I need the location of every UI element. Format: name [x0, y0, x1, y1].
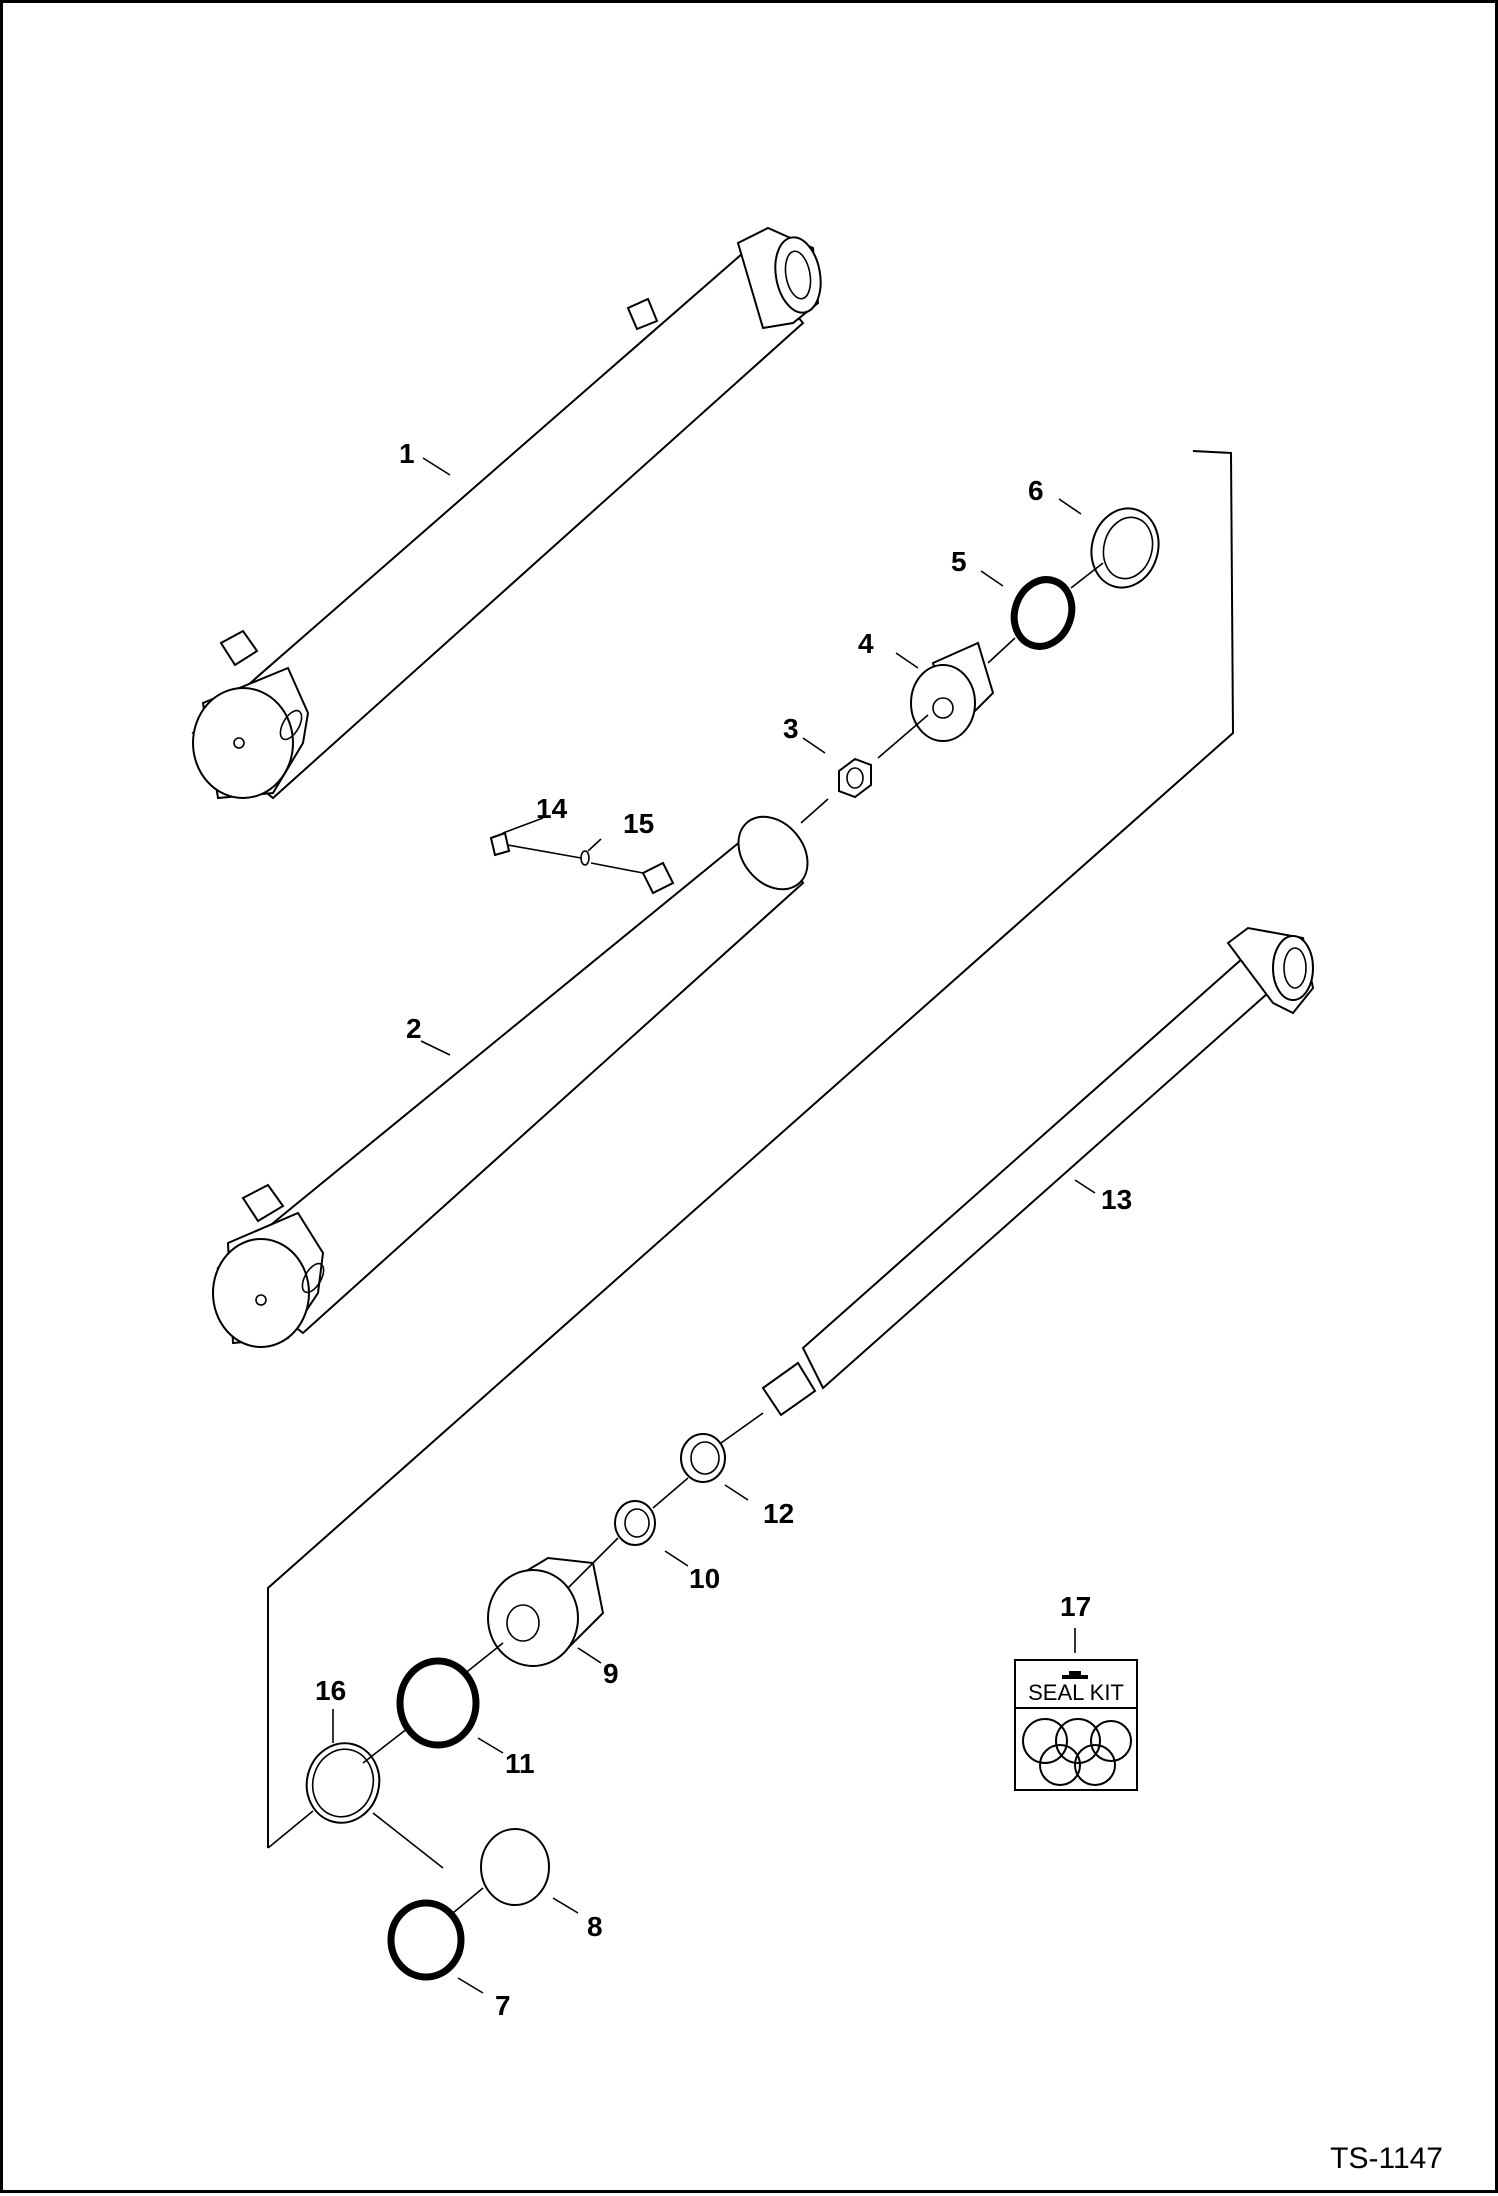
callout-5: 5 [951, 546, 967, 577]
callout-7: 7 [495, 1990, 511, 2021]
callout-10: 10 [689, 1563, 720, 1594]
barrel-1 [191, 226, 822, 800]
callout-1: 1 [399, 438, 415, 469]
head-9 [487, 1556, 605, 1667]
callout-4: 4 [858, 628, 874, 659]
callout-8: 8 [587, 1911, 603, 1942]
wiper-10 [614, 1500, 656, 1546]
plug-14 [489, 831, 511, 857]
seal-12 [680, 1433, 726, 1483]
callout-16: 16 [315, 1675, 346, 1706]
piston-4 [910, 641, 995, 742]
exploded-panel-outline [267, 450, 1235, 1848]
o-ring-5 [1010, 576, 1076, 650]
nut-3 [838, 757, 872, 799]
callout-labels: 1 2 3 4 5 6 7 8 9 10 11 12 13 14 15 16 1… [315, 438, 1132, 2021]
o-ring-7 [387, 1899, 465, 1981]
ring-6 [1090, 507, 1160, 589]
leader-lines [332, 457, 1096, 1994]
callout-17: 17 [1060, 1591, 1091, 1622]
o-ring-11 [396, 1657, 480, 1749]
center-lines [267, 562, 1104, 1914]
callout-14: 14 [536, 793, 568, 824]
callout-9: 9 [603, 1658, 619, 1689]
seal-kit-17: SEAL KIT [1014, 1659, 1138, 1791]
callout-13: 13 [1101, 1184, 1132, 1215]
callout-15: 15 [623, 808, 654, 839]
drawing-ref-number: TS-1147 [1330, 2142, 1443, 2175]
rod-13 [761, 926, 1315, 1417]
callout-6: 6 [1028, 475, 1044, 506]
callout-11: 11 [505, 1748, 535, 1779]
callout-3: 3 [783, 713, 799, 744]
ring-8 [480, 1828, 550, 1906]
exploded-parts-diagram: 1 2 3 4 5 6 7 8 9 10 11 12 13 14 15 16 1… [191, 226, 1443, 2175]
barrel-2 [212, 815, 809, 1348]
callout-12: 12 [763, 1498, 794, 1529]
seal-kit-label: SEAL KIT [1028, 1680, 1124, 1705]
callout-2: 2 [406, 1013, 422, 1044]
ring-16 [305, 1742, 381, 1824]
o-ring-15 [580, 850, 590, 866]
